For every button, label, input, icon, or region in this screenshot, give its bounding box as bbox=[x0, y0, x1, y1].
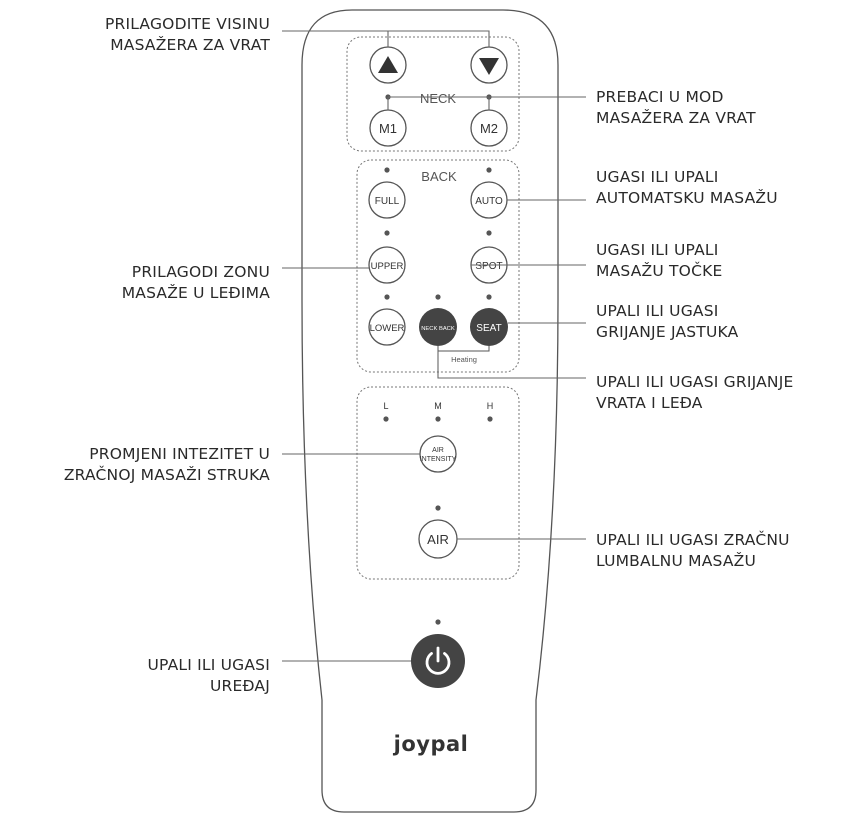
annotation-line: PRILAGODI ZONU bbox=[131, 263, 270, 281]
annotation-line: UGASI ILI UPALI bbox=[596, 241, 719, 259]
annotation-line: UPALI ILI UGASI ZRAČNU bbox=[596, 531, 790, 549]
indicator-led bbox=[486, 294, 492, 300]
seat-heating-button[interactable]: SEAT bbox=[470, 308, 508, 346]
m1-button-label: M1 bbox=[379, 121, 397, 136]
heating-label: Heating bbox=[451, 355, 477, 364]
air-button-label: AIR bbox=[427, 532, 449, 547]
brand-logo: joypal bbox=[393, 732, 469, 756]
m2-button-label: M2 bbox=[480, 121, 498, 136]
indicator-led bbox=[435, 294, 441, 300]
lower-button-label: LOWER bbox=[370, 323, 405, 334]
annotation-neck-back-heating: UPALI ILI UGASI GRIJANJE VRATA I LEĐA bbox=[596, 372, 793, 414]
auto-button-label: AUTO bbox=[475, 196, 503, 207]
annotation-power: UPALI ILI UGASI UREĐAJ bbox=[147, 655, 270, 697]
annotation-back-zone: PRILAGODI ZONU MASAŽE U LEĐIMA bbox=[122, 262, 270, 304]
indicator-led bbox=[384, 167, 390, 173]
auto-button[interactable]: AUTO bbox=[470, 181, 508, 219]
m1-button[interactable]: M1 bbox=[369, 109, 407, 147]
seat-button-label: SEAT bbox=[476, 323, 501, 334]
annotation-neck-mode: PREBACI U MOD MASAŽERA ZA VRAT bbox=[596, 87, 756, 129]
remote-body bbox=[301, 9, 559, 813]
indicator-led bbox=[383, 416, 389, 422]
indicator-led bbox=[486, 167, 492, 173]
indicator-led bbox=[486, 230, 492, 236]
lower-button[interactable]: LOWER bbox=[368, 308, 406, 346]
annotation-line: AUTOMATSKU MASAŽU bbox=[596, 189, 778, 207]
indicator-led bbox=[435, 416, 441, 422]
annotation-line: PROMJENI INTEZITET U bbox=[89, 445, 270, 463]
annotation-line: UPALI ILI UGASI bbox=[147, 656, 270, 674]
triangle-down-icon bbox=[479, 58, 499, 75]
annotation-seat-heating: UPALI ILI UGASI GRIJANJE JASTUKA bbox=[596, 301, 738, 343]
heating-bracket bbox=[437, 346, 490, 352]
indicator-led bbox=[384, 230, 390, 236]
full-button[interactable]: FULL bbox=[368, 181, 406, 219]
m2-button[interactable]: M2 bbox=[470, 109, 508, 147]
leader-neck-mode bbox=[387, 96, 586, 110]
intensity-level-medium: M bbox=[434, 401, 442, 411]
power-button[interactable] bbox=[411, 634, 465, 688]
indicator-led bbox=[384, 294, 390, 300]
leader-lines bbox=[282, 30, 586, 662]
annotation-line: MASAŽE U LEĐIMA bbox=[121, 284, 270, 302]
annotation-line: MASAŽU TOČKE bbox=[596, 262, 723, 280]
neck-up-button[interactable] bbox=[369, 46, 407, 84]
air-button[interactable]: AIR bbox=[418, 519, 458, 559]
annotation-line: PREBACI U MOD bbox=[596, 88, 724, 106]
annotation-neck-height: PRILAGODITE VISINU MASAŽERA ZA VRAT bbox=[105, 14, 270, 56]
upper-button[interactable]: UPPER bbox=[368, 246, 406, 284]
annotation-air-intensity: PROMJENI INTEZITET U ZRAČNOJ MASAŽI STRU… bbox=[64, 444, 270, 486]
annotation-line: UPALI ILI UGASI GRIJANJE bbox=[596, 373, 794, 391]
full-button-label: FULL bbox=[375, 196, 400, 207]
upper-button-label: UPPER bbox=[371, 261, 404, 272]
annotation-line: UREĐAJ bbox=[209, 677, 270, 695]
power-icon bbox=[425, 646, 451, 675]
neck-section-frame bbox=[346, 36, 520, 152]
neck-back-button-label: NECK BACK bbox=[421, 326, 455, 332]
air-intensity-label-line1: AIR bbox=[432, 447, 444, 454]
annotation-auto-massage: UGASI ILI UPALI AUTOMATSKU MASAŽU bbox=[596, 167, 778, 209]
annotation-line: PRILAGODITE VISINU bbox=[104, 15, 270, 33]
annotation-line: GRIJANJE JASTUKA bbox=[596, 323, 739, 341]
annotation-line: MASAŽERA ZA VRAT bbox=[596, 109, 756, 127]
annotation-line: VRATA I LEĐA bbox=[596, 394, 703, 412]
neck-section-label: NECK bbox=[420, 91, 456, 106]
air-intensity-label-line2: INTENSITY bbox=[420, 456, 457, 463]
leader-neck-height bbox=[282, 30, 490, 47]
annotation-line: UPALI ILI UGASI bbox=[596, 302, 719, 320]
neck-back-heating-button[interactable]: NECK BACK bbox=[419, 308, 457, 346]
triangle-up-icon bbox=[378, 56, 398, 73]
annotation-line: ZRAČNOJ MASAŽI STRUKA bbox=[63, 466, 270, 484]
leader-neck-back bbox=[437, 351, 586, 379]
indicator-led bbox=[435, 619, 441, 625]
air-section-frame bbox=[356, 386, 520, 580]
back-section-label: BACK bbox=[421, 169, 457, 184]
annotation-air-massage: UPALI ILI UGASI ZRAČNU LUMBALNU MASAŽU bbox=[596, 530, 790, 572]
annotation-line: UGASI ILI UPALI bbox=[596, 168, 719, 186]
annotation-line: LUMBALNU MASAŽU bbox=[596, 552, 756, 570]
annotation-line: MASAŽERA ZA VRAT bbox=[110, 36, 270, 54]
indicator-led bbox=[487, 416, 493, 422]
intensity-level-low: L bbox=[383, 401, 388, 411]
annotation-spot-massage: UGASI ILI UPALI MASAŽU TOČKE bbox=[596, 240, 722, 282]
neck-down-button[interactable] bbox=[470, 46, 508, 84]
intensity-level-high: H bbox=[487, 401, 494, 411]
air-intensity-button[interactable]: AIR INTENSITY bbox=[419, 435, 457, 473]
spot-button-label: SPOT bbox=[475, 261, 502, 272]
indicator-led bbox=[435, 505, 441, 511]
